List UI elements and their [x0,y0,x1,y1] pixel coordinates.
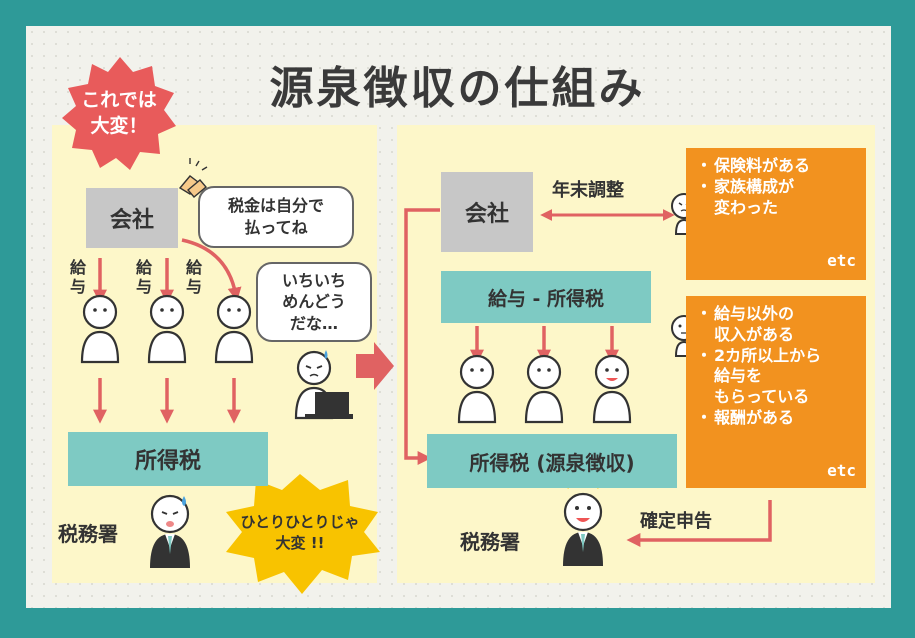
box2-item-1: 給与以外の 収入がある [696,304,856,346]
speech-pay-tax: 税金は自分で 払ってね [198,186,354,248]
employee-r1 [457,354,497,424]
salary-label-1: 給 与 [70,258,87,297]
burst-text: ひとりひとりじゃ 大変 !! [240,513,360,552]
employee-1 [80,294,120,364]
orange-box-2: 給与以外の 収入がある 2カ所以上から 給与を もらっている 報酬がある etc [686,296,866,488]
transition-arrow [356,342,394,390]
box1-etc: etc [827,251,856,270]
box1-item-1: 保険料がある [696,156,856,177]
tax-officer-left [150,494,190,568]
warning-burst-text: これでは 大変！ [81,89,157,137]
tax-officer-right [563,479,603,566]
employee-r2 [524,354,564,424]
warning-burst-shape [62,57,176,170]
left-tax-office-label: 税務署 [58,522,118,546]
box1-item-2: 家族構成が 変わった [696,177,856,219]
box2-item-2: 2カ所以上から 給与を もらっている [696,346,856,408]
employee-2 [147,294,187,364]
salary-label-2: 給 与 [136,258,153,297]
left-income-tax-box: 所得税 [68,432,268,486]
page-title: 源泉徴収の仕組み [269,63,646,114]
right-company-box: 会社 [441,172,533,252]
withholding-tax-box: 所得税 (源泉徴収) [427,434,677,488]
clapping-hands-icon [178,158,208,198]
final-return-label: 確定申告 [640,511,712,532]
employee-r3 [592,354,632,424]
left-company-box: 会社 [86,188,178,248]
year-end-adjustment-label: 年末調整 [552,180,624,201]
right-tax-office-label: 税務署 [460,530,520,554]
box2-etc: etc [827,461,856,480]
laptop [315,392,349,416]
speech-one-by-one: いちいち めんどう だな… [256,262,372,342]
salary-minus-tax-box: 給与 - 所得税 [441,271,651,323]
employee-3 [214,294,254,364]
orange-box-1: 保険料がある 家族構成が 変わった etc [686,148,866,280]
burst-shape [226,474,380,594]
box2-item-3: 報酬がある [696,408,856,429]
salary-label-3: 給 与 [186,258,203,297]
